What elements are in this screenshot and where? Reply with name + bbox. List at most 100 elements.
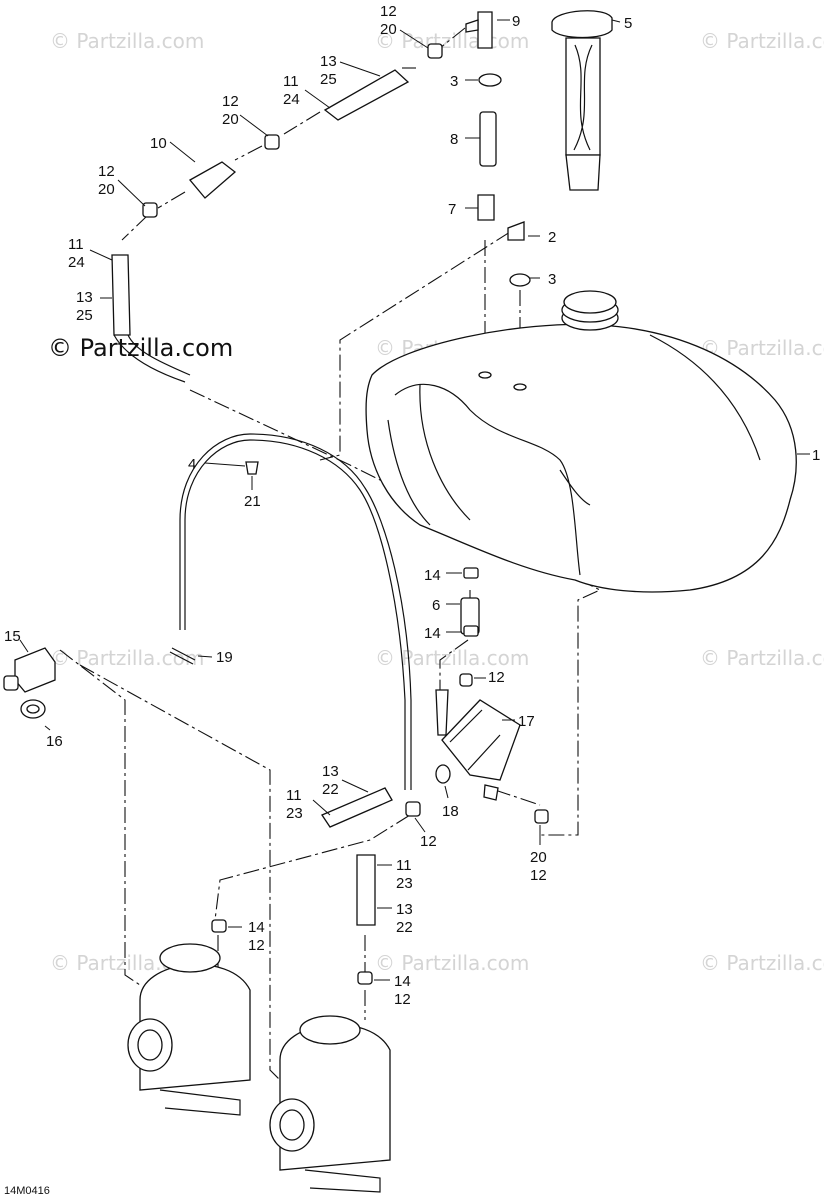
watermark: © Partzilla.com	[700, 951, 824, 975]
routing-line	[189, 389, 602, 836]
carburetor-cap	[299, 1015, 361, 1045]
callout-20: 20	[380, 21, 397, 38]
primer-switch	[3, 647, 56, 719]
fuel-filter-10	[189, 161, 237, 199]
fuel-pump-assembly	[435, 567, 549, 824]
callout-13: 13	[396, 901, 413, 918]
hose-8	[479, 111, 497, 167]
diagram-code: 14M0416	[4, 1185, 50, 1197]
callout-3: 3	[548, 271, 556, 288]
vent-tube	[169, 433, 412, 790]
fuel-gauge	[551, 10, 613, 191]
callout-19: 19	[216, 649, 233, 666]
switch-15	[14, 647, 56, 693]
fuel-pump-17	[441, 699, 521, 781]
spring-7	[477, 194, 495, 221]
clamp-12-pump	[459, 673, 473, 687]
callout-1: 1	[812, 447, 820, 464]
lower-hoses	[211, 787, 421, 985]
fuel-tank	[365, 290, 797, 593]
callout-12: 12	[394, 991, 411, 1008]
ring-16-inner	[26, 704, 40, 714]
callout-4: 4	[188, 456, 196, 473]
callout-labels: 12 20 9 5 13 25 3 11 24 12 20 8 10 12 20…	[4, 3, 820, 1008]
leader-line	[197, 655, 213, 658]
routing-line	[234, 145, 263, 161]
callout-11: 11	[396, 857, 412, 874]
tank-contour	[649, 334, 761, 461]
clamp-14-lower	[463, 625, 479, 637]
watermark: © Partzilla.com	[375, 951, 529, 975]
gauge-tube	[565, 37, 601, 156]
carburetor-throat-inner	[279, 1109, 305, 1141]
leader-line	[169, 141, 196, 163]
callout-11: 11	[286, 787, 302, 804]
callout-23: 23	[396, 875, 413, 892]
gauge-float	[565, 154, 601, 191]
carburetor-throat-inner	[137, 1029, 163, 1061]
watermark: © Partzilla.com	[700, 336, 824, 360]
watermark: © Partzilla.com	[375, 646, 529, 670]
carburetor-right	[269, 1015, 391, 1193]
routing-line	[283, 111, 321, 135]
clamp-14	[463, 567, 479, 579]
elbow-2	[507, 221, 525, 241]
clamp-12	[264, 134, 280, 150]
callout-3: 3	[450, 73, 458, 90]
tank-contour	[419, 384, 471, 521]
callout-24: 24	[283, 91, 300, 108]
grommet-3	[509, 273, 531, 287]
leader-line	[399, 29, 429, 49]
leader-line	[204, 462, 246, 467]
callout-16: 16	[46, 733, 63, 750]
top-fittings	[111, 11, 531, 383]
routing-line	[214, 814, 411, 921]
callout-18: 18	[442, 803, 459, 820]
gauge-float-wire	[573, 44, 593, 151]
callout-13: 13	[320, 53, 337, 70]
routing-line	[157, 191, 186, 209]
hose-line	[127, 334, 191, 376]
leader-line	[44, 725, 51, 731]
callout-7: 7	[448, 201, 456, 218]
routing-line	[439, 639, 469, 700]
routing-line	[59, 649, 141, 986]
tee-fitting-9	[477, 11, 493, 49]
hose-11-13-vertical	[356, 854, 376, 926]
leader-line	[444, 785, 449, 799]
fuel-tank-body	[365, 323, 797, 593]
callout-25: 25	[76, 307, 93, 324]
callout-12: 12	[248, 937, 265, 954]
callout-15: 15	[4, 628, 21, 645]
tank-port	[478, 371, 492, 379]
routing-line	[121, 214, 149, 241]
callout-14: 14	[424, 625, 441, 642]
callout-21: 21	[244, 493, 261, 510]
carburetor-cap	[159, 943, 221, 973]
routing-line	[79, 664, 281, 1081]
switch-knob	[3, 675, 19, 691]
pump-outlet	[483, 784, 499, 801]
pump-hose	[435, 689, 449, 736]
callout-20: 20	[98, 181, 115, 198]
callout-13: 13	[76, 289, 93, 306]
callout-12: 12	[222, 93, 239, 110]
leader-line	[304, 89, 331, 109]
leader-line	[414, 817, 426, 833]
callout-12: 12	[530, 867, 547, 884]
callout-2: 2	[548, 229, 556, 246]
pump-detail	[449, 709, 501, 771]
routing-line	[439, 27, 466, 49]
callout-10: 10	[150, 135, 167, 152]
watermark: © Partzilla.com	[50, 646, 204, 670]
clamp-14-12	[357, 971, 373, 985]
callout-11: 11	[283, 73, 299, 90]
leader-lines	[19, 19, 810, 981]
carburetor-left	[127, 943, 251, 1116]
callout-6: 6	[432, 597, 440, 614]
leader-line	[89, 249, 113, 261]
callout-22: 22	[396, 919, 413, 936]
clamp-12-left	[142, 202, 158, 218]
clamp-14-12-left	[211, 919, 227, 933]
